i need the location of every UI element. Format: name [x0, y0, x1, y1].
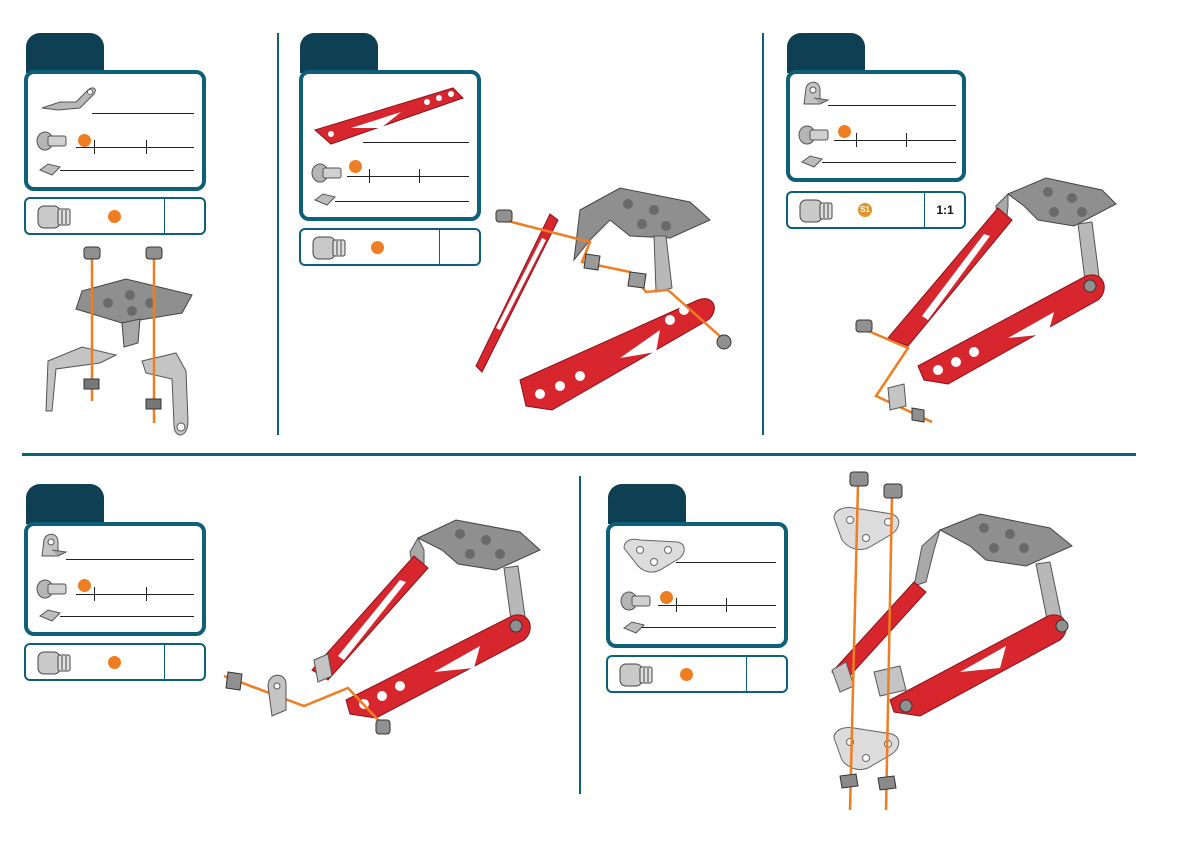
step-4-illustration	[220, 500, 580, 760]
step-5-tab	[608, 484, 686, 524]
nut-icon	[38, 608, 62, 624]
quantity-dot	[108, 656, 121, 669]
quantity-dot	[371, 241, 384, 254]
part-row-line	[642, 627, 776, 628]
screw-icon	[36, 130, 70, 152]
nut-icon	[313, 192, 337, 208]
triangle-plate-icon	[620, 536, 690, 574]
tool-separator	[164, 645, 165, 679]
quantity-dot	[78, 134, 91, 147]
length-tick	[906, 133, 907, 147]
length-tick	[726, 598, 727, 612]
step-5-tool-box	[606, 655, 788, 693]
part-row-line	[676, 562, 776, 563]
length-tick	[94, 587, 95, 601]
part-row-line	[66, 559, 194, 560]
quantity-dot	[78, 579, 91, 592]
step-1-tab	[26, 33, 104, 73]
length-tick	[856, 133, 857, 147]
screwdriver-icon	[36, 204, 72, 230]
nut-icon	[622, 620, 646, 636]
divider-vertical-2	[762, 33, 764, 435]
length-tick	[419, 169, 420, 183]
divider-vertical-1	[277, 33, 279, 435]
eye-bracket-icon	[38, 532, 68, 560]
step-4-parts-box	[24, 522, 206, 636]
part-row-line	[822, 162, 956, 163]
quantity-dot	[660, 591, 673, 604]
part-row-line	[347, 176, 469, 177]
tool-separator	[164, 199, 165, 233]
length-tick	[676, 598, 677, 612]
part-row-line	[335, 201, 469, 202]
part-row-line	[363, 142, 469, 143]
step-3-illustration	[848, 170, 1128, 430]
screw-icon	[798, 124, 832, 146]
screw-icon	[36, 578, 70, 600]
step-5-illustration	[810, 466, 1110, 816]
part-row-line	[828, 105, 956, 106]
angle-bracket-icon	[38, 82, 98, 112]
length-tick	[146, 587, 147, 601]
screw-icon	[311, 162, 345, 184]
length-tick	[369, 169, 370, 183]
step-3-tab	[787, 33, 865, 73]
step-2-illustration	[470, 180, 750, 410]
step-2-tool-box	[299, 228, 481, 266]
nut-icon	[800, 154, 824, 170]
tool-separator	[439, 230, 440, 264]
step-1-parts-box	[24, 70, 206, 191]
screwdriver-icon	[36, 650, 72, 676]
eye-bracket-icon	[800, 80, 830, 108]
tool-separator	[746, 657, 747, 691]
step-2-tab	[300, 33, 378, 73]
screwdriver-icon	[618, 662, 654, 688]
step-1-tool-box	[24, 197, 206, 235]
screwdriver-icon	[311, 235, 347, 261]
nut-icon	[38, 162, 62, 178]
quantity-dot	[680, 668, 693, 681]
step-1-illustration	[42, 243, 242, 443]
step-5-parts-box	[606, 522, 788, 648]
part-row-line	[60, 616, 194, 617]
quantity-dot	[838, 125, 851, 138]
step-4-tool-box	[24, 643, 206, 681]
part-row-line	[60, 170, 194, 171]
step-3-parts-box	[786, 70, 966, 182]
part-row-line	[834, 140, 956, 141]
red-strip-icon	[311, 86, 471, 146]
screwdriver-icon	[798, 198, 834, 224]
quantity-dot	[349, 160, 362, 173]
step-4-tab	[26, 484, 104, 524]
step-2-parts-box	[299, 70, 481, 221]
length-tick	[146, 140, 147, 154]
screw-icon	[620, 590, 654, 612]
quantity-dot	[108, 210, 121, 223]
divider-horizontal	[22, 453, 1136, 456]
part-row-line	[92, 113, 194, 114]
length-tick	[94, 140, 95, 154]
